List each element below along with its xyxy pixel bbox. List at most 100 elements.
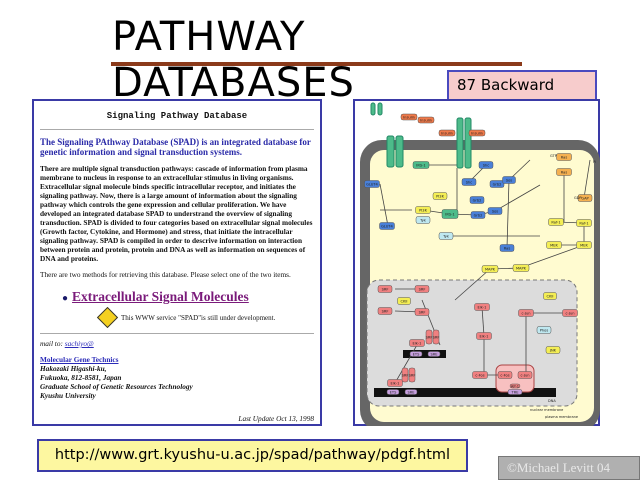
pathway-node xyxy=(518,309,534,317)
pathway-node xyxy=(387,379,403,387)
address-line: Graduate School of Genetic Resources Tec… xyxy=(40,382,193,391)
pathway-arrow xyxy=(481,306,485,337)
pathway-node-label: MEK xyxy=(580,243,588,247)
pathway-node-label: Tyk xyxy=(419,218,427,222)
pathway-node xyxy=(556,168,572,176)
pathway-node xyxy=(401,367,409,383)
pathway-node xyxy=(545,346,561,354)
pathway-node xyxy=(469,196,485,204)
pathway-node-label: CKII xyxy=(401,299,408,303)
pathway-node xyxy=(512,264,530,272)
mail-link[interactable]: sachiyo@ xyxy=(64,339,94,348)
pathway-node xyxy=(404,389,418,395)
pathway-node-label: MEK xyxy=(550,243,558,247)
pathway-node-label: SRF xyxy=(419,287,426,291)
pathway-node xyxy=(364,180,380,188)
receptor xyxy=(464,117,472,169)
address-line: Hakozaki Higashi-ku, xyxy=(40,364,107,373)
receptor xyxy=(456,117,464,169)
pathway-node-label: Grb2 xyxy=(473,198,482,202)
pathway-node-label: c-Fos xyxy=(500,373,509,377)
pathway-node xyxy=(400,113,418,121)
pathway-node-label: MAPK xyxy=(485,267,496,271)
pathway-arrow xyxy=(519,244,585,269)
intro-text: The Signaling PAthway Database (SPAD) is… xyxy=(40,137,311,157)
pathway-node-label: IRS-1 xyxy=(416,163,425,167)
pathway-node xyxy=(517,371,533,379)
pathway-node-label: SRF xyxy=(419,310,426,314)
pi-label: Pi xyxy=(593,160,596,164)
mail-label: mail to: xyxy=(40,339,63,348)
pathway-node-label: TRE xyxy=(511,390,520,394)
pathway-node xyxy=(417,116,435,124)
org-link[interactable]: Molecular Gene Technics xyxy=(40,355,119,364)
pathway-node-label: Insulin xyxy=(471,131,483,135)
pathway-node-label: Elk-1 xyxy=(478,305,487,309)
pathway-node xyxy=(487,207,503,215)
pathway-node xyxy=(577,194,593,202)
pathway-node-label: Grb2 xyxy=(474,213,483,217)
pathway-node xyxy=(548,218,564,226)
pathway-node xyxy=(438,232,454,240)
url-box[interactable]: http://www.grt.kyushu-u.ac.jp/spad/pathw… xyxy=(37,439,468,472)
pathway-arrow xyxy=(379,183,389,227)
extracellular-signal-molecules-link[interactable]: ●Extracellular Signal Molecules xyxy=(62,289,314,305)
address-line: Kyushu University xyxy=(40,391,96,400)
pathway-node-label: c-Jun xyxy=(521,311,530,315)
pathway-node xyxy=(432,329,440,345)
pathway-node-label: CKII xyxy=(547,294,554,298)
last-update: Last Update Oct 13, 1998 xyxy=(238,414,314,423)
pathway-node-label: SRF xyxy=(433,335,440,339)
pathway-node-label: Shc xyxy=(466,180,473,184)
dev-notice: This WWW service "SPAD"is still under de… xyxy=(96,306,314,329)
receptor xyxy=(386,135,395,168)
pathway-arrow xyxy=(494,184,541,212)
pathway-node xyxy=(474,303,490,311)
pathway-node xyxy=(432,192,448,200)
pathway-arrow xyxy=(506,179,510,249)
pathway-node-label: SRE xyxy=(407,390,415,394)
receptor xyxy=(395,135,404,168)
address-line: Fukuoka, 812-8581, Japan xyxy=(40,373,122,382)
pathway-node-label: Sos xyxy=(492,209,498,213)
pathway-node-label: ETS xyxy=(413,352,420,356)
pathway-node xyxy=(576,219,592,227)
dna-strand xyxy=(374,388,556,397)
pathway-node-label: Elk-1 xyxy=(480,334,489,338)
webpage-title: Signaling Pathway Database xyxy=(106,111,248,121)
pathway-node xyxy=(556,153,572,161)
pathway-node xyxy=(415,206,431,214)
under-construction-icon xyxy=(96,306,119,329)
plasma-membrane-label: plasma membrane xyxy=(545,415,578,419)
pathway-node xyxy=(427,351,441,357)
pathway-node xyxy=(409,339,425,347)
pathway-node-label: Elk-1 xyxy=(391,381,400,385)
pathway-node-label: c-Fos xyxy=(475,373,484,377)
pathway-node-label: Ras xyxy=(561,170,568,174)
pathway-node-label: JNK xyxy=(549,348,557,352)
gtp-label: GTP xyxy=(550,154,557,158)
pathway-node xyxy=(438,129,456,137)
pathway-node xyxy=(409,351,423,357)
pathway-node xyxy=(481,265,499,273)
mail-line: mail to: sachiyo@ xyxy=(40,339,314,348)
slide-title: PATHWAY DATABASES xyxy=(112,14,355,106)
pathway-node xyxy=(536,326,552,334)
gdp-label: GDP xyxy=(574,196,582,200)
pathway-node xyxy=(414,308,430,316)
pathway-node-label: SRF xyxy=(409,373,416,377)
divider xyxy=(40,129,314,130)
pathway-node-label: Raf-1 xyxy=(579,221,588,225)
pathway-node xyxy=(408,367,416,383)
pathway-node-label: Insulin xyxy=(420,118,432,122)
pathway-node xyxy=(379,222,395,230)
pathway-node xyxy=(489,180,505,188)
pathway-node-label: Shc xyxy=(483,163,490,167)
pathway-node xyxy=(425,329,433,345)
pathway-node xyxy=(461,178,477,186)
pathway-node xyxy=(472,371,488,379)
dna-label: DNA xyxy=(548,399,556,403)
pathway-node xyxy=(415,216,431,224)
